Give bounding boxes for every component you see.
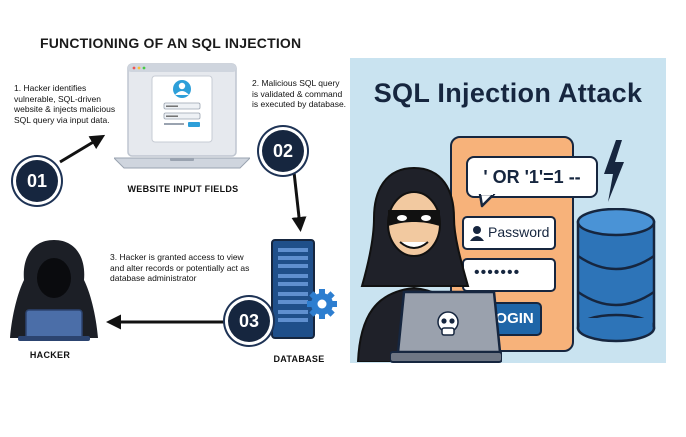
- injection-text: ' OR '1'=1 --: [483, 167, 581, 187]
- masked-password-field[interactable]: •••••••: [462, 258, 556, 292]
- lightning-icon: [604, 140, 624, 202]
- hacker-laptop-icon: [390, 290, 502, 363]
- database-server-icon: [271, 239, 337, 339]
- arrow-step-2: [291, 171, 307, 232]
- flow-arrows: [59, 134, 307, 330]
- password-placeholder: Password: [488, 224, 550, 240]
- step-2-badge: 02: [262, 130, 304, 172]
- sql-injection-attack-panel: SQL Injection Attack ' OR '1'=1 -- Passw…: [350, 58, 666, 363]
- step-3-badge: 03: [228, 300, 270, 342]
- diagram-title: FUNCTIONING OF AN SQL INJECTION: [40, 35, 302, 51]
- password-mask: •••••••: [474, 264, 521, 281]
- password-field[interactable]: Password: [462, 216, 556, 250]
- injection-bubble: ' OR '1'=1 --: [466, 156, 598, 198]
- skull-icon: [437, 311, 459, 336]
- bubble-tail: [478, 194, 496, 208]
- database-cylinder-icon: [576, 208, 656, 343]
- attack-title: SQL Injection Attack: [373, 78, 643, 108]
- hacker-label: HACKER: [29, 350, 71, 360]
- website-laptop-icon: [114, 63, 250, 169]
- hacker-icon: [10, 240, 98, 341]
- user-icon: [470, 226, 484, 241]
- left-diagram: FUNCTIONING OF AN SQL INJECTION 1. Hacke…: [10, 35, 347, 364]
- step-3-note: 3. Hacker is granted access to view and …: [110, 252, 250, 283]
- website-label: WEBSITE INPUT FIELDS: [127, 184, 239, 194]
- database-label: DATABASE: [273, 354, 325, 364]
- step-1-badge: 01: [16, 160, 58, 202]
- arrow-step-1: [59, 134, 106, 164]
- step-2-note: 2. Malicious SQL query is validated & co…: [252, 78, 347, 109]
- step-1-note: 1. Hacker identifies vulnerable, SQL-dri…: [14, 83, 116, 125]
